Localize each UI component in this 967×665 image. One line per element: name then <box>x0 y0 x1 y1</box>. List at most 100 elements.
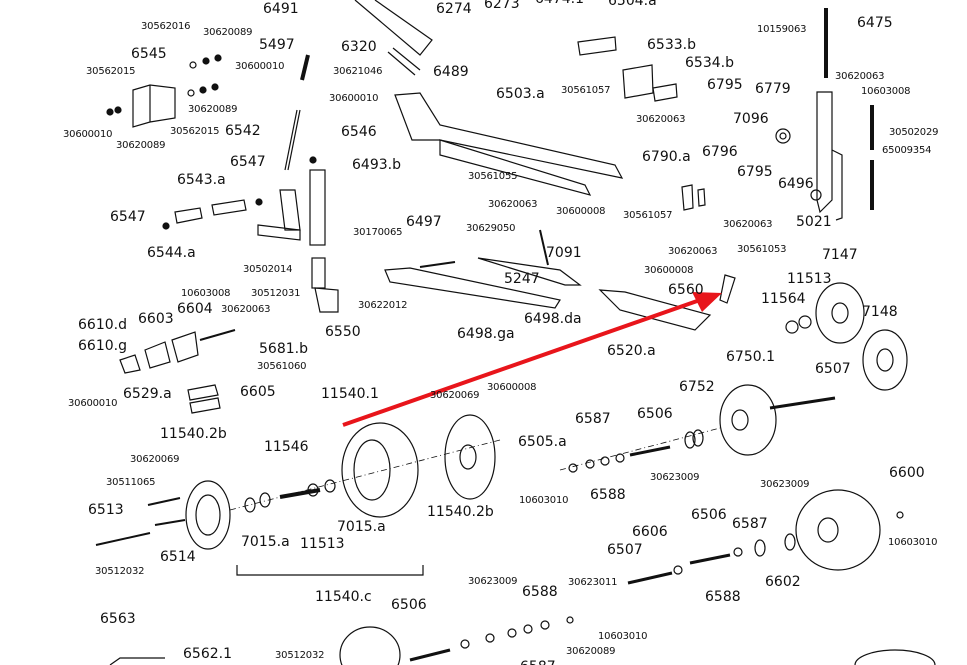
part-number-label: 6513 <box>88 502 124 518</box>
part-number-label: 6588 <box>705 589 741 605</box>
part-number-label: 6605 <box>240 384 276 400</box>
part-number-label: 6563 <box>100 611 136 627</box>
hardware-number-label: 30512031 <box>251 288 301 299</box>
hardware-number-label: 30620089 <box>188 104 238 115</box>
hardware-number-label: 30620089 <box>566 646 616 657</box>
hardware-number-label: 30600008 <box>487 382 537 393</box>
part-number-label: 6505.a <box>518 434 567 450</box>
part-number-label: 7096 <box>733 111 769 127</box>
hardware-number-label: 30623011 <box>568 577 618 588</box>
part-number-label: 6602 <box>765 574 801 590</box>
part-number-label: 6610.d <box>78 317 127 333</box>
part-number-label: 6545 <box>131 46 167 62</box>
link-plates <box>162 198 263 230</box>
part-number-label: 6588 <box>590 487 626 503</box>
part-number-label: 6750.1 <box>726 349 775 365</box>
guard-bracket <box>106 54 222 128</box>
part-number-label: 6506 <box>691 507 727 523</box>
hardware-number-label: 30620089 <box>203 27 253 38</box>
hardware-number-label: 30561053 <box>737 244 787 255</box>
hardware-number-label: 30621046 <box>333 66 383 77</box>
part-number-label: 6498.ga <box>457 326 515 342</box>
part-number-label: 6547 <box>230 154 266 170</box>
highlight-arrow <box>342 292 722 427</box>
main-frame <box>394 92 624 196</box>
part-number-label: 6489 <box>433 64 469 80</box>
part-number-label: 6562.1 <box>183 646 232 662</box>
part-number-label: 11540.2b <box>160 426 227 442</box>
mast-assembly <box>775 8 874 221</box>
part-number-label: 6796 <box>702 144 738 160</box>
part-number-label: 6542 <box>225 123 261 139</box>
part-number-label: 6497 <box>406 214 442 230</box>
hardware-number-label: 30620089 <box>116 140 166 151</box>
hardware-number-label: 65009354 <box>882 145 932 156</box>
part-number-label: 6496 <box>778 176 814 192</box>
part-number-label: 11540.1 <box>321 386 379 402</box>
hardware-number-label: 30620063 <box>488 199 538 210</box>
part-number-label: 6507 <box>815 361 851 377</box>
part-number-label: 6533.b <box>647 37 696 53</box>
wheel-assembly-2 <box>559 384 836 473</box>
hardware-number-label: 30620063 <box>723 219 773 230</box>
hardware-number-label: 30620063 <box>221 304 271 315</box>
part-number-label: 7015.a <box>241 534 290 550</box>
part-number-label: 6587 <box>732 516 768 532</box>
part-number-label: 6610.g <box>78 338 127 354</box>
hardware-number-label: 30502014 <box>243 264 293 275</box>
part-number-label: 5021 <box>796 214 832 230</box>
part-number-label: 6520.a <box>607 343 656 359</box>
part-number-label: 11513 <box>787 271 832 287</box>
part-number-label: 6779 <box>755 81 791 97</box>
part-number-label: 11540.2b <box>427 504 494 520</box>
part-number-label: 6493.b <box>352 157 401 173</box>
part-number-label: 6795 <box>707 77 743 93</box>
pulleys <box>785 282 908 391</box>
part-number-label: 6790.a <box>642 149 691 165</box>
hardware-number-label: 30623009 <box>760 479 810 490</box>
hardware-number-label: 30562015 <box>86 66 136 77</box>
hardware-number-label: 30623009 <box>468 576 518 587</box>
part-number-label: 7148 <box>862 304 898 320</box>
hardware-number-label: 30511065 <box>106 477 156 488</box>
part-number-label: 6546 <box>341 124 377 140</box>
hardware-number-label: 10159063 <box>757 24 807 35</box>
part-number-label: 6550 <box>325 324 361 340</box>
arms <box>384 229 736 331</box>
hardware-number-label: 30600010 <box>63 129 113 140</box>
hardware-number-label: 30622012 <box>358 300 408 311</box>
part-number-label: 7147 <box>822 247 858 263</box>
small-brackets <box>577 36 706 211</box>
part-number-label: 6534.b <box>685 55 734 71</box>
part-number-label: 6604 <box>177 301 213 317</box>
hardware-number-label: 30600010 <box>68 398 118 409</box>
hardware-number-label: 30620069 <box>130 454 180 465</box>
part-number-label: 6603 <box>138 311 174 327</box>
hardware-number-label: 10603010 <box>888 537 938 548</box>
part-number-label: 6274 <box>436 1 472 17</box>
hardware-number-label: 30600008 <box>644 265 694 276</box>
hardware-number-label: 30623009 <box>650 472 700 483</box>
wheel-assembly-3 <box>627 489 904 585</box>
wheel-assembly-4 <box>109 616 936 665</box>
hardware-number-label: 30620063 <box>668 246 718 257</box>
part-number-label: 6506 <box>637 406 673 422</box>
wheel-assembly-1 <box>95 414 501 576</box>
part-number-label: 6507 <box>607 542 643 558</box>
latch-parts <box>119 329 236 414</box>
part-number-label: 11546 <box>264 439 309 455</box>
part-number-label: 6606 <box>632 524 668 540</box>
hardware-number-label: 30561060 <box>257 361 307 372</box>
part-number-label: 6320 <box>341 39 377 55</box>
hardware-number-label: 30620069 <box>430 390 480 401</box>
part-number-label: 6547 <box>110 209 146 225</box>
part-number-label: 6752 <box>679 379 715 395</box>
part-number-label: 6587 <box>575 411 611 427</box>
hardware-number-label: 30561055 <box>468 171 518 182</box>
hardware-number-label: 10603008 <box>861 86 911 97</box>
part-number-label: 6474.1 <box>535 0 584 6</box>
lift-rod-assembly <box>257 54 339 313</box>
hardware-number-label: 30600008 <box>556 206 606 217</box>
hardware-number-label: 30502029 <box>889 127 939 138</box>
